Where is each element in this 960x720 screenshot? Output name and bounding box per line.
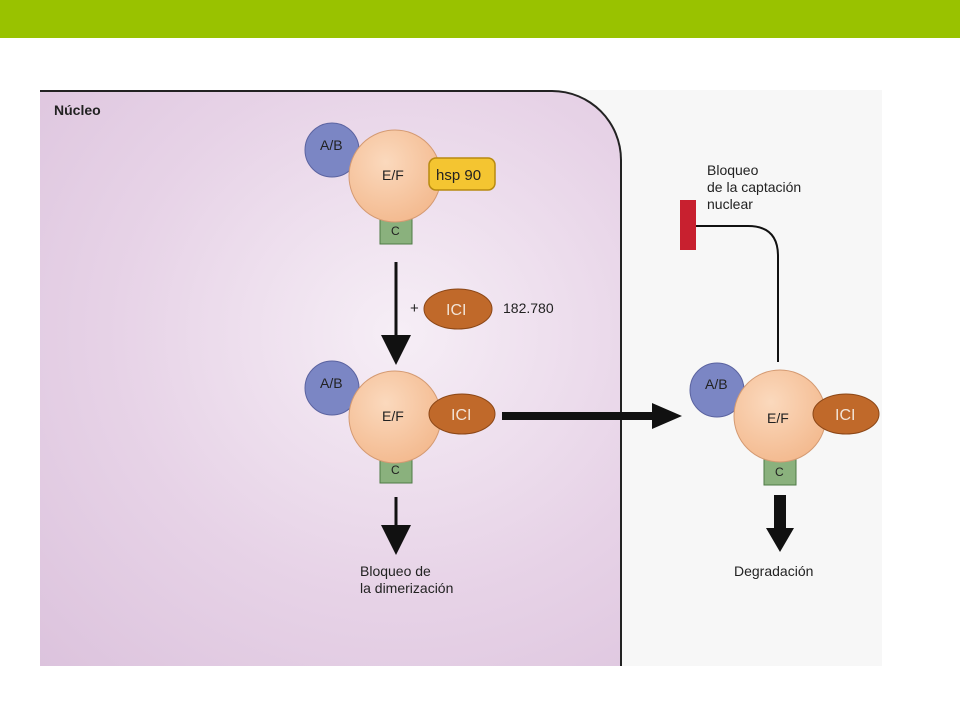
- c-label: C: [391, 463, 400, 477]
- ici-molecule: [423, 288, 493, 330]
- degradation-arrow-shaft: [774, 495, 786, 530]
- receptor-outside-nucleus: A/B E/F C ICI: [689, 362, 880, 486]
- nucleus-label: Núcleo: [54, 102, 101, 118]
- ici-bound: [812, 393, 880, 435]
- ef-label: E/F: [382, 408, 404, 424]
- ab-label: A/B: [320, 375, 343, 391]
- top-accent-bar: [0, 0, 960, 38]
- ab-label: A/B: [320, 137, 343, 153]
- label-block-nuclear-uptake: Bloqueo de la captación nuclear: [707, 162, 802, 212]
- ef-label: E/F: [382, 167, 404, 183]
- receptor-with-ici: A/B E/F C ICI: [304, 360, 496, 484]
- ici-label: ICI: [835, 407, 855, 424]
- ici-bound: [428, 393, 496, 435]
- c-label: C: [775, 465, 784, 479]
- degradation-arrow-head: [766, 528, 794, 552]
- label-block-dimerization: Bloqueo de la dimerización: [360, 563, 454, 596]
- ici-number: 182.780: [503, 300, 554, 316]
- block-line: [696, 225, 779, 362]
- receptor-with-hsp90: A/B E/F C hsp 90: [304, 122, 496, 245]
- ici-label: ICI: [451, 407, 471, 424]
- plus-sign: +: [410, 300, 419, 317]
- ab-label: A/B: [705, 376, 728, 392]
- hsp90-label: hsp 90: [436, 167, 481, 184]
- ici-label: ICI: [446, 302, 466, 319]
- arrow-right-head: [652, 403, 682, 429]
- ef-label: E/F: [767, 410, 789, 426]
- c-label: C: [391, 224, 400, 238]
- label-degradation: Degradación: [734, 563, 814, 579]
- block-bar: [680, 200, 696, 250]
- hsp90-box: [428, 157, 496, 191]
